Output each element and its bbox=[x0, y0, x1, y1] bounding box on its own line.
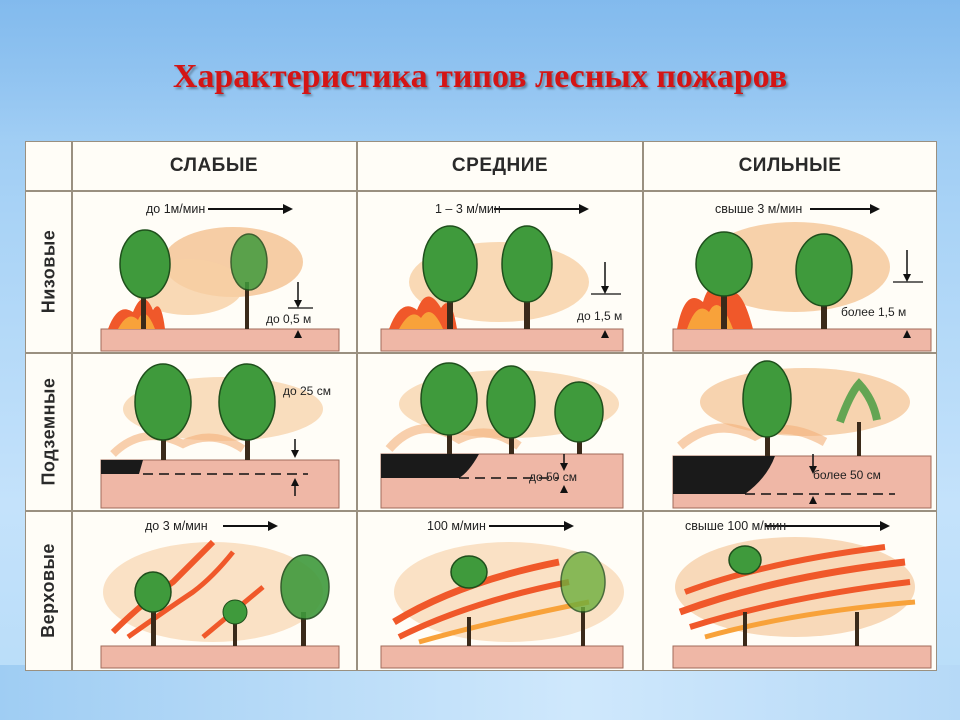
grid-line bbox=[26, 510, 936, 512]
speed-label: 1 – 3 м/мин bbox=[435, 202, 501, 216]
cell-crown-medium: 100 м/мин bbox=[359, 512, 642, 670]
page-title: Характеристика типов лесных пожаров bbox=[172, 58, 788, 95]
ground-weak-illustration bbox=[100, 204, 340, 352]
cell-ground-strong: свыше 3 м/мин более 1,5 м bbox=[645, 192, 935, 352]
grid-line bbox=[642, 142, 644, 670]
column-header-strong: СИЛЬНЫЕ bbox=[738, 155, 842, 176]
speed-label: свыше 3 м/мин bbox=[715, 202, 803, 216]
crown-strong-illustration bbox=[672, 521, 932, 669]
grid-line bbox=[26, 190, 936, 192]
speed-label: свыше 100 м/мин bbox=[685, 519, 787, 533]
underground-medium-illustration bbox=[380, 362, 624, 509]
cell-ground-weak: до 1м/мин до 0,5 м bbox=[73, 192, 356, 352]
column-header-medium: СРЕДНИЕ bbox=[451, 155, 549, 176]
row-header-underground: Подземные bbox=[38, 377, 58, 486]
crown-medium-illustration bbox=[380, 521, 624, 669]
speed-label: 100 м/мин bbox=[427, 519, 486, 533]
flame-height-label: до 0,5 м bbox=[266, 312, 312, 326]
cell-underground-strong: более 50 см bbox=[645, 354, 935, 510]
column-header-weak: СЛАБЫЕ bbox=[169, 155, 259, 176]
cell-crown-strong: свыше 100 м/мин bbox=[645, 512, 935, 670]
cell-underground-medium: до 50 см bbox=[359, 354, 642, 510]
footer-background bbox=[0, 665, 960, 720]
grid-line bbox=[71, 142, 73, 670]
cell-ground-medium: 1 – 3 м/мин до 1,5 м bbox=[359, 192, 642, 352]
underground-strong-illustration bbox=[672, 360, 932, 509]
ground-strong-illustration bbox=[672, 204, 932, 352]
burn-depth-label: более 50 см bbox=[813, 468, 881, 482]
underground-weak-illustration bbox=[100, 363, 340, 509]
speed-label: до 3 м/мин bbox=[145, 519, 208, 533]
speed-label: до 1м/мин bbox=[146, 202, 206, 216]
grid-line bbox=[356, 142, 358, 670]
flame-height-label: до 1,5 м bbox=[577, 309, 623, 323]
burn-depth-label: до 50 см bbox=[529, 470, 577, 484]
cell-crown-weak: до 3 м/мин bbox=[73, 512, 356, 670]
flame-height-label: более 1,5 м bbox=[841, 305, 907, 319]
row-header-crown: Верховые bbox=[38, 543, 58, 638]
cell-underground-weak: до 25 см bbox=[73, 354, 356, 510]
fire-types-table: СЛАБЫЕ СРЕДНИЕ СИЛЬНЫЕ Низовые Подземные… bbox=[25, 141, 937, 671]
ground-medium-illustration bbox=[380, 204, 624, 352]
row-header-ground: Низовые bbox=[38, 229, 59, 314]
grid-line bbox=[26, 352, 936, 354]
crown-weak-illustration bbox=[100, 521, 340, 669]
burn-depth-label: до 25 см bbox=[283, 384, 331, 398]
header-background bbox=[0, 0, 960, 140]
